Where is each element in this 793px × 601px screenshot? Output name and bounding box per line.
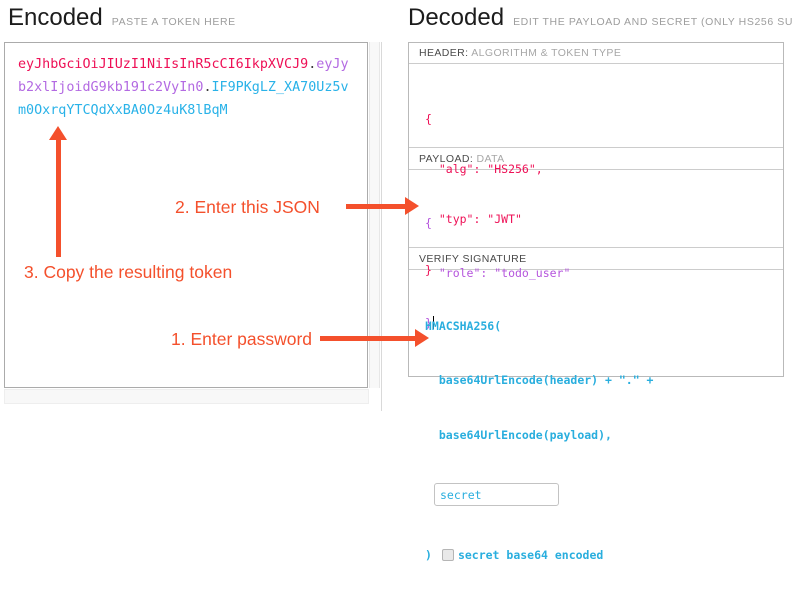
pane-divider: [381, 42, 382, 411]
header-sublabel: ALGORITHM & TOKEN TYPE: [471, 47, 622, 59]
encoded-pane-title: Encoded PASTE A TOKEN HERE: [8, 4, 236, 32]
text-cursor: [432, 316, 434, 330]
base64-checkbox-label: secret base64 encoded: [457, 547, 604, 562]
arrow-to-payload-head-icon: [405, 197, 419, 215]
verify-label: VERIFY SIGNATURE: [419, 253, 527, 265]
base64-encoded-checkbox[interactable]: [441, 549, 454, 561]
token-dot: .: [308, 57, 317, 72]
verify-signature-block: HMACSHA256( base64UrlEncode(header) + ".…: [409, 270, 783, 562]
verify-section-label: VERIFY SIGNATURE: [409, 247, 783, 270]
annotation-step2: 2. Enter this JSON: [175, 197, 320, 217]
decoded-title: Decoded: [408, 4, 505, 31]
verify-code-line: base64UrlEncode(payload),: [425, 428, 612, 443]
payload-code-line: }: [425, 316, 432, 331]
header-section-label: HEADER: ALGORITHM & TOKEN TYPE: [409, 43, 783, 64]
vertical-scrollbar[interactable]: [369, 42, 380, 388]
annotation-step1: 1. Enter password: [171, 329, 313, 349]
token-dot: .: [203, 80, 212, 95]
arrow-to-payload-shaft: [346, 204, 406, 209]
payload-section-label: PAYLOAD: DATA: [409, 147, 783, 170]
annotation-step3: 3. Copy the resulting token: [24, 262, 233, 282]
secret-input[interactable]: [434, 483, 559, 507]
header-code-line: "typ": "JWT": [425, 212, 522, 227]
encoded-token-editor[interactable]: eyJhbGciOiJIUzI1NiIsInR5cCI6IkpXVCJ9.eyJ…: [4, 42, 368, 388]
payload-code-line: {: [425, 215, 432, 230]
arrow-to-token-shaft: [56, 139, 61, 257]
arrow-to-secret-shaft: [320, 336, 416, 341]
verify-code-line: HMACSHA256(: [425, 318, 502, 333]
token-payload-segment: eyJyb2xlIjoidG9kb191c2VyIn0: [18, 57, 349, 95]
header-json-editor[interactable]: { "alg": "HS256", "typ": "JWT" }: [409, 64, 783, 277]
encoded-subtitle: PASTE A TOKEN HERE: [111, 16, 236, 28]
arrow-to-secret-head-icon: [415, 329, 429, 347]
horizontal-scrollbar[interactable]: [4, 389, 369, 404]
arrow-to-token-head-icon: [49, 126, 67, 140]
decoded-pane-title: Decoded EDIT THE PAYLOAD AND SECRET (ONL…: [408, 4, 793, 32]
token-signature-segment: IF9PKgLZ_XA70Uz5vm0OxrqYTCQdXxBA0Oz4uK8l…: [18, 80, 349, 118]
close-paren: ): [425, 547, 432, 562]
token-header-segment: eyJhbGciOiJIUzI1NiIsInR5cCI6IkpXVCJ9: [18, 57, 309, 72]
payload-json-editor[interactable]: { "role": "todo_user" }: [409, 170, 783, 331]
header-label: HEADER:: [419, 47, 469, 59]
jwt-token-text[interactable]: eyJhbGciOiJIUzI1NiIsInR5cCI6IkpXVCJ9.eyJ…: [5, 43, 367, 132]
decoded-panel: HEADER: ALGORITHM & TOKEN TYPE { "alg": …: [408, 42, 784, 562]
payload-sublabel: DATA: [476, 153, 505, 165]
header-code-line: "alg": "HS256",: [425, 161, 543, 176]
header-code-line: {: [425, 111, 432, 126]
decoded-subtitle: EDIT THE PAYLOAD AND SECRET (ONLY HS256 …: [513, 16, 793, 28]
payload-label: PAYLOAD:: [419, 153, 474, 165]
encoded-title: Encoded: [8, 4, 103, 31]
verify-code-line: base64UrlEncode(header) + "." +: [425, 373, 654, 388]
